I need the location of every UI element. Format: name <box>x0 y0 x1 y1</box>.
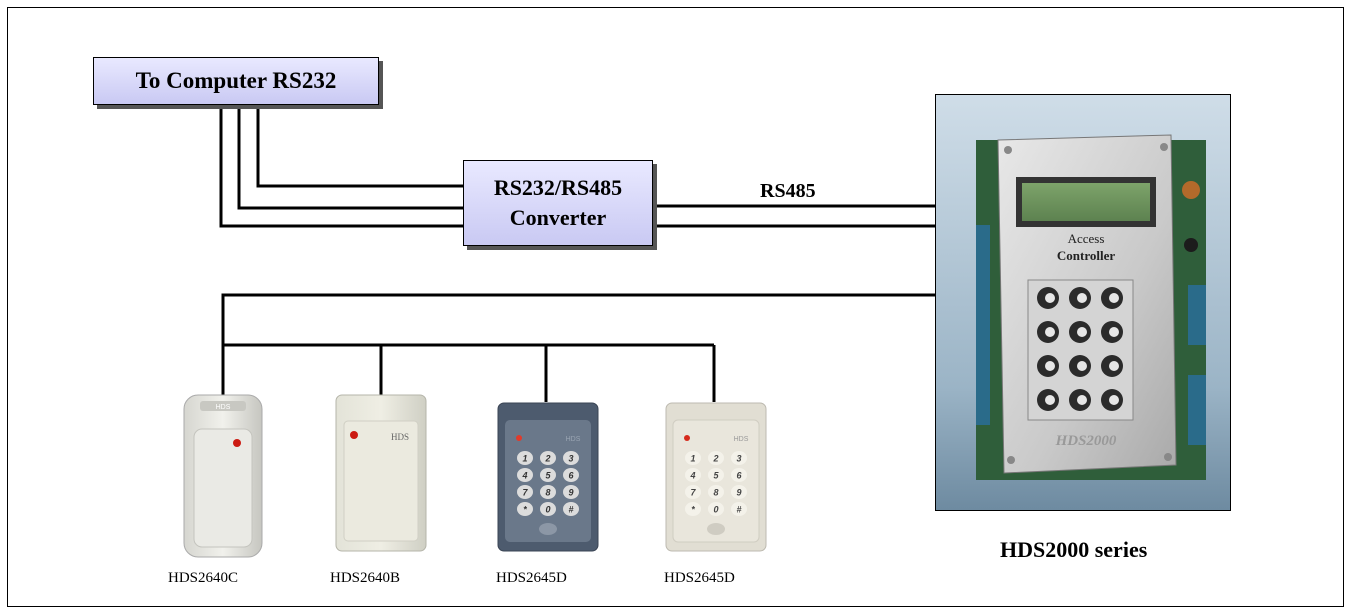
keypad-key-label: 9 <box>736 488 741 498</box>
keypad-key-label: 5 <box>713 471 719 481</box>
reader-label-1: HDS2640C <box>168 570 239 586</box>
keypad-key-label: 3 <box>736 454 741 464</box>
keypad-key <box>563 502 579 516</box>
controller-key-face <box>1077 395 1087 405</box>
reader2-brand: HDS <box>391 432 409 442</box>
keypad-key-label: 5 <box>545 471 551 481</box>
keypad-key <box>731 468 747 482</box>
keypad-key <box>708 451 724 465</box>
controller-key-face <box>1045 395 1055 405</box>
keypad-key-label: 0 <box>713 505 718 515</box>
keypad-key-label: 1 <box>690 454 695 464</box>
panel-brand: HDS2000 <box>1055 433 1117 449</box>
keypad-key <box>685 468 701 482</box>
led-icon <box>233 439 241 447</box>
keypad-key <box>517 451 533 465</box>
keypad-key <box>540 485 556 499</box>
keypad-key <box>731 502 747 516</box>
controller-key-face <box>1045 327 1055 337</box>
controller-key-face <box>1077 327 1087 337</box>
controller-key-face <box>1109 327 1119 337</box>
controller-key-face <box>1045 361 1055 371</box>
keypad-key <box>563 451 579 465</box>
lock-key-icon <box>539 523 557 535</box>
access-controller-photo: Access Controller HDS2000 <box>935 94 1231 511</box>
reader4-keypad: 1 2 3 4 5 6 7 8 9 * 0 # <box>685 451 747 516</box>
keypad-key-label: 9 <box>568 488 573 498</box>
reader-label-3: HDS2645D <box>496 570 567 586</box>
converter-label-line2: Converter <box>509 205 607 230</box>
keypad-key <box>517 468 533 482</box>
keypad-key-label: 2 <box>712 454 718 464</box>
keypad-key-label: # <box>736 505 741 515</box>
keypad-key <box>563 485 579 499</box>
controller-key-face <box>1077 361 1087 371</box>
keypad-key <box>517 502 533 516</box>
rs232-wire-3 <box>219 105 463 228</box>
led-icon <box>684 435 690 441</box>
reader-hds2645d-dark: HDS 1 2 3 4 5 6 7 8 9 * 0 # <box>497 402 599 552</box>
computer-rs232-label: To Computer RS232 <box>135 68 337 93</box>
keypad-key-label: 0 <box>545 505 550 515</box>
keypad-key-label: * <box>523 505 527 515</box>
controller-keypad <box>1037 287 1123 411</box>
reader-label-4: HDS2645D <box>664 570 735 586</box>
keypad-key <box>731 485 747 499</box>
keypad-key <box>517 485 533 499</box>
panel-title-1: Access <box>1068 231 1105 246</box>
led-icon <box>350 431 358 439</box>
keypad-key-label: 2 <box>544 454 550 464</box>
keypad-key-label: 1 <box>522 454 527 464</box>
reader-bus-top <box>221 293 935 395</box>
keypad-key-label: 7 <box>522 488 528 498</box>
rs485-label: RS485 <box>760 180 816 202</box>
controller-series-label: HDS2000 series <box>1000 537 1148 562</box>
keypad-key-label: # <box>568 505 573 515</box>
converter-label-line1: RS232/RS485 <box>493 175 623 200</box>
keypad-key <box>540 468 556 482</box>
controller-key-face <box>1109 395 1119 405</box>
keypad-key-label: 3 <box>568 454 573 464</box>
keypad-key <box>540 451 556 465</box>
computer-rs232-box: To Computer RS232 <box>93 57 379 105</box>
rs232-wire-2 <box>237 105 463 210</box>
keypad-key <box>708 502 724 516</box>
keypad-key <box>685 451 701 465</box>
keypad-key-label: * <box>691 505 695 515</box>
keypad-key-label: 7 <box>690 488 696 498</box>
controller-key-face <box>1077 293 1087 303</box>
keypad-key-label: 4 <box>521 471 527 481</box>
led-icon <box>516 435 522 441</box>
keypad-key-label: 8 <box>545 488 550 498</box>
keypad-key-label: 6 <box>568 471 574 481</box>
controller-key-face <box>1045 293 1055 303</box>
keypad-key <box>708 468 724 482</box>
keypad-key <box>563 468 579 482</box>
reader1-brand: HDS <box>216 404 231 411</box>
keypad-key-label: 8 <box>713 488 718 498</box>
reader-hds2640c: HDS <box>183 394 263 558</box>
controller-key-face <box>1109 361 1119 371</box>
reader-hds2645d-light: HDS 1 2 3 4 5 6 7 8 9 * 0 # <box>665 402 767 552</box>
reader4-brand: HDS <box>734 436 749 443</box>
converter-box: RS232/RS485 Converter <box>463 160 653 246</box>
keypad-key <box>685 485 701 499</box>
keypad-key <box>540 502 556 516</box>
access-controller-image: Access Controller HDS2000 <box>936 95 1230 510</box>
reader-label-2: HDS2640B <box>330 570 401 586</box>
keypad-key-label: 4 <box>689 471 695 481</box>
keypad-key <box>731 451 747 465</box>
reader3-brand: HDS <box>566 436 581 443</box>
panel-title-2: Controller <box>1057 248 1115 263</box>
keypad-key <box>708 485 724 499</box>
keypad-key <box>685 502 701 516</box>
reader3-keypad: 1 2 3 4 5 6 7 8 9 * 0 # <box>517 451 579 516</box>
reader-hds2640b: HDS <box>335 394 427 552</box>
keypad-key-label: 6 <box>736 471 742 481</box>
controller-key-face <box>1109 293 1119 303</box>
lock-key-icon <box>707 523 725 535</box>
rs232-wire-1 <box>256 105 463 188</box>
